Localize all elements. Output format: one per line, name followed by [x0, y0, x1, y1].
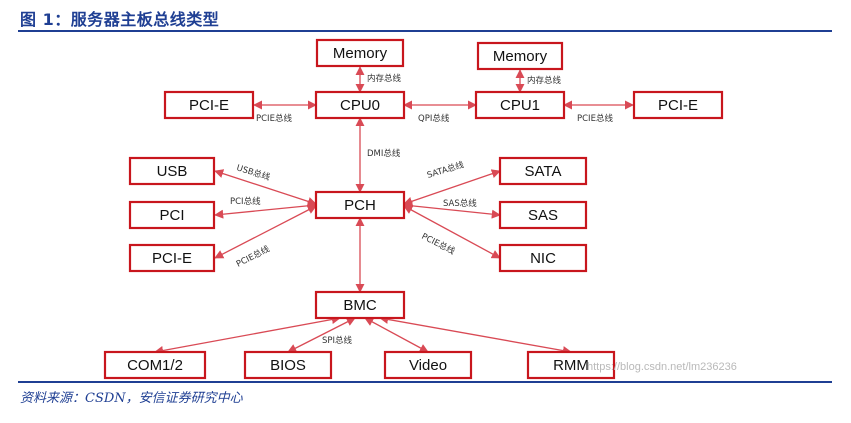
node-box [498, 156, 588, 186]
node-box [498, 200, 588, 230]
node-pcie-l: PCI-E [163, 90, 255, 120]
node-box [498, 243, 588, 273]
node-box [243, 350, 333, 380]
node-cpu0: CPU0 [314, 90, 406, 120]
node-pch: PCH [314, 190, 406, 220]
node-mem1: Memory [476, 41, 564, 71]
node-box [476, 41, 564, 71]
node-box [474, 90, 566, 120]
figure-title: 图 1：服务器主板总线类型 [20, 10, 220, 29]
node-sata: SATA [498, 156, 588, 186]
node-label: CPU0 [340, 97, 380, 114]
node-mem0: Memory [315, 38, 405, 68]
edge-label-pch-nic: PCIE总线 [420, 231, 457, 257]
top-rule [18, 30, 832, 32]
node-box [315, 38, 405, 68]
watermark-text: https://blog.csdn.net/lm236236 [587, 361, 737, 373]
edge-label-cpu0-cpu1: QPI总线 [418, 113, 450, 124]
source-note: 资料来源：CSDN，安信证券研究中心 [20, 391, 243, 406]
node-box [632, 90, 724, 120]
node-bios: BIOS [243, 350, 333, 380]
node-box [383, 350, 473, 380]
node-box [128, 243, 216, 273]
node-box [314, 190, 406, 220]
node-pcie-b: PCI-E [128, 243, 216, 273]
edge-pch-sata [403, 169, 501, 206]
node-label: PCI-E [189, 97, 229, 114]
node-label: CPU1 [500, 97, 540, 114]
node-label: COM1/2 [127, 357, 183, 374]
edge-label-pch-sata: SATA总线 [426, 159, 466, 181]
edge-label-pch-sas: SAS总线 [443, 198, 477, 209]
node-label: USB [157, 163, 188, 180]
node-label: PCI-E [152, 250, 192, 267]
node-com: COM1/2 [103, 350, 207, 380]
edge-bmc-bios [287, 317, 356, 353]
edge-label-cpu1-mem1: 内存总线 [527, 75, 562, 86]
edge-bmc-com [154, 315, 341, 355]
node-pcie-r: PCI-E [632, 90, 724, 120]
edge-pch-nic [403, 205, 501, 259]
edge-label-cpu1-pcie_r: PCIE总线 [577, 113, 613, 124]
node-label: RMM [553, 357, 589, 374]
edge-bmc-rmm [379, 314, 572, 356]
node-box [314, 90, 406, 120]
node-label: NIC [530, 250, 556, 267]
node-label: SATA [525, 163, 562, 180]
node-bmc: BMC [314, 290, 406, 320]
node-label: Memory [333, 45, 388, 62]
node-label: Video [409, 357, 447, 374]
node-pci: PCI [128, 200, 216, 230]
node-label: SAS [528, 207, 558, 224]
node-video: Video [383, 350, 473, 380]
node-label: Memory [493, 48, 548, 65]
node-label: BMC [343, 297, 377, 314]
node-label: PCI [159, 207, 184, 224]
edge-label-pch-pcie_b: PCIE总线 [234, 243, 271, 269]
node-rmm: RMM [526, 350, 616, 380]
node-cpu1: CPU1 [474, 90, 566, 120]
edge-label-pch-pci: PCI总线 [230, 196, 261, 207]
node-label: PCH [344, 197, 376, 214]
edge-label-cpu0-pch: DMI总线 [367, 148, 401, 159]
bottom-rule [18, 381, 832, 383]
node-label: BIOS [270, 357, 306, 374]
edge-pch-usb [214, 169, 317, 206]
edge-label-bmc-bios: SPI总线 [322, 335, 353, 346]
edge-label-cpu0-mem0: 内存总线 [367, 73, 402, 84]
node-sas: SAS [498, 200, 588, 230]
node-box [128, 200, 216, 230]
node-nic: NIC [498, 243, 588, 273]
edge-bmc-video [364, 317, 429, 353]
node-label: PCI-E [658, 97, 698, 114]
node-usb: USB [128, 156, 216, 186]
node-box [103, 350, 207, 380]
edge-label-cpu0-pcie_l: PCIE总线 [256, 113, 292, 124]
node-box [128, 156, 216, 186]
node-box [314, 290, 406, 320]
node-box [163, 90, 255, 120]
edge-pch-pcie_b [214, 205, 317, 259]
node-box [526, 350, 616, 380]
